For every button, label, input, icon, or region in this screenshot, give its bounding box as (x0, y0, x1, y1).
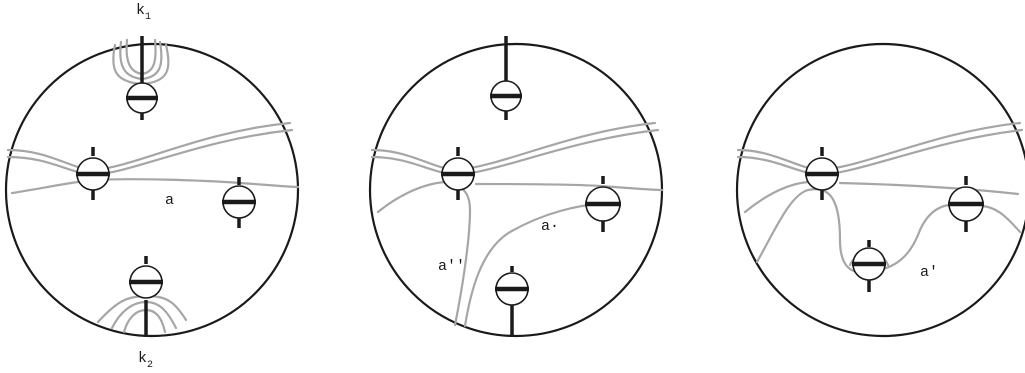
label-a-double-prime: a′′ (438, 258, 465, 275)
label-a: a (165, 192, 174, 209)
panel-left-bottom-arcs (96, 294, 188, 334)
label-a-dot: a· (541, 218, 559, 235)
panel-left: k1 k2 a (4, 2, 300, 371)
panel-right: a′ (735, 42, 1025, 338)
panel-middle-crossing-right (585, 176, 621, 232)
panel-left-crossing-k1 (126, 36, 158, 120)
panel-right-crossing-bottom (852, 240, 886, 292)
panel-middle-crossing-bottom (495, 266, 529, 337)
panel-middle-horizontal-strands (370, 121, 664, 192)
panel-middle: a′′ a· (368, 36, 664, 338)
panel-right-boundary-circle (735, 42, 1025, 338)
label-k2: k2 (138, 350, 153, 371)
panel-left-crossing-k2 (129, 256, 163, 336)
panel-right-horizontal-strands (736, 121, 1024, 196)
panel-right-crossing-right (948, 176, 984, 232)
panel-middle-curving-strands (376, 180, 602, 328)
panel-left-crossing-left (76, 147, 110, 200)
label-a-prime: a′ (920, 264, 938, 281)
panel-middle-crossing-left (441, 147, 475, 200)
label-k1: k1 (136, 2, 151, 23)
panel-left-boundary-circle (4, 42, 300, 338)
panel-left-crossing-right (222, 177, 256, 228)
panel-right-crossing-left (805, 147, 839, 200)
panel-left-horizontal-strands (6, 121, 300, 195)
panel-middle-crossing-top (490, 36, 522, 120)
